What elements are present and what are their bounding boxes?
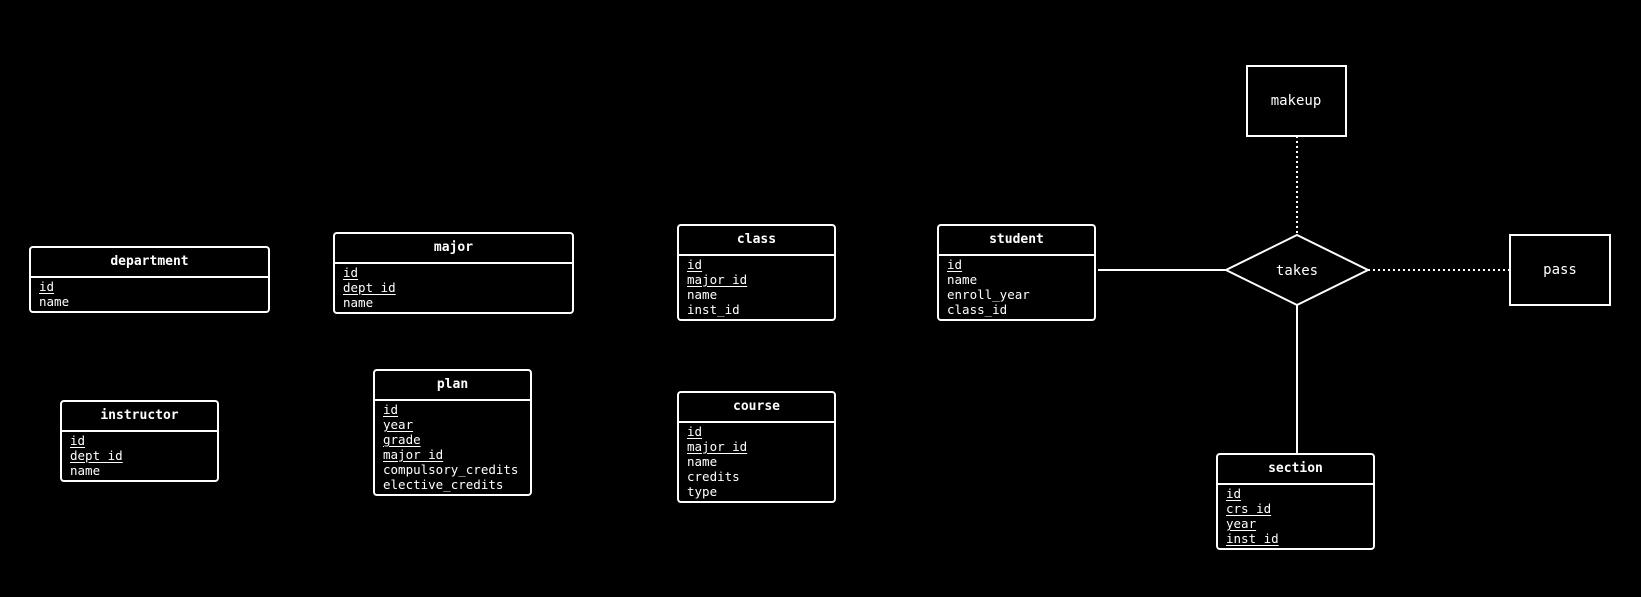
takes-relationship-diamond[interactable] <box>1223 233 1371 307</box>
key-attribute: major_id <box>687 439 748 454</box>
entity-title: major <box>335 234 572 264</box>
key-attribute: year <box>1226 516 1257 531</box>
makeup-label: makeup <box>1271 93 1322 109</box>
entity-title: instructor <box>62 402 217 432</box>
attribute: name <box>70 463 101 478</box>
attribute: type <box>687 484 718 499</box>
attribute: enroll_year <box>947 287 1030 302</box>
key-attribute: year <box>383 417 414 432</box>
key-attribute: dept_id <box>70 448 123 463</box>
entity-title: course <box>679 393 834 423</box>
entity-title: department <box>31 248 268 278</box>
key-attribute: id <box>687 257 703 272</box>
key-attribute: id <box>39 279 55 294</box>
attribute: compulsory_credits <box>383 462 519 477</box>
entity-title: student <box>939 226 1094 256</box>
makeup-box[interactable] <box>1246 65 1347 137</box>
pass-box[interactable] <box>1509 234 1611 306</box>
attribute: credits <box>687 469 740 484</box>
key-attribute: id <box>947 257 963 272</box>
entity-title: class <box>679 226 834 256</box>
attribute: class_id <box>947 302 1008 317</box>
key-attribute: crs_id <box>1226 501 1272 516</box>
key-attribute: id <box>1226 486 1242 501</box>
entity-title: plan <box>375 371 530 401</box>
attribute: name <box>687 454 718 469</box>
attribute: name <box>947 272 978 287</box>
key-attribute: major_id <box>687 272 748 287</box>
attribute: name <box>687 287 718 302</box>
attribute: inst_id <box>687 302 740 317</box>
key-attribute: dept_id <box>343 280 396 295</box>
key-attribute: id <box>70 433 86 448</box>
pass-label: pass <box>1543 262 1577 278</box>
entity-title: section <box>1218 455 1373 485</box>
key-attribute: id <box>687 424 703 439</box>
key-attribute: major_id <box>383 447 444 462</box>
key-attribute: id <box>383 402 399 417</box>
key-attribute: id <box>343 265 359 280</box>
key-attribute: grade <box>383 432 421 447</box>
attribute: elective_credits <box>383 477 504 492</box>
key-attribute: inst_id <box>1226 531 1279 546</box>
attribute: name <box>39 294 70 309</box>
attribute: name <box>343 295 374 310</box>
takes-relationship-label: takes <box>1276 263 1318 279</box>
